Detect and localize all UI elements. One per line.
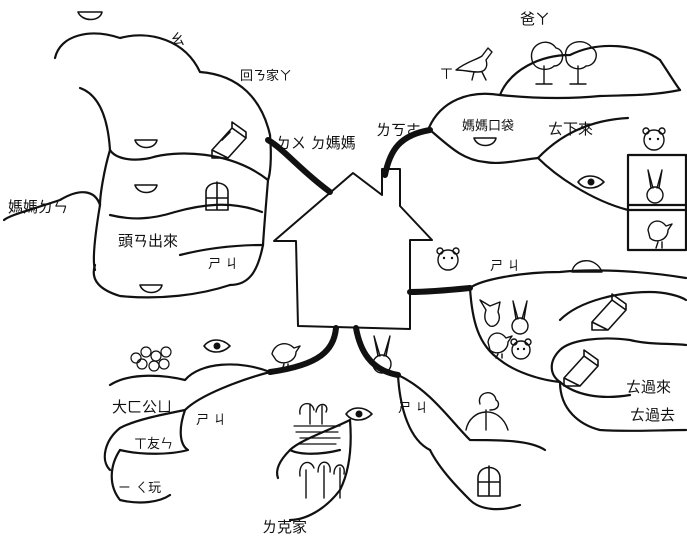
grass-icon bbox=[293, 425, 341, 445]
bird-icon bbox=[271, 343, 301, 371]
label-xiao-peng-you: ㄒ友ㄣ bbox=[134, 436, 173, 452]
label-tou-chu-lai: 頭ㄢ出來 bbox=[118, 232, 178, 250]
label-top-left: ㄠ bbox=[170, 30, 185, 48]
label-tiao-xia-lai: ㄊ下來 bbox=[548, 120, 593, 138]
label-li-ke-right: ㄌㄎㄜ bbox=[376, 121, 421, 139]
pocket-icon bbox=[134, 139, 163, 294]
bear-icon bbox=[510, 338, 532, 360]
bed-icon bbox=[211, 121, 247, 159]
tree-icon bbox=[299, 461, 345, 499]
bird-icon bbox=[487, 332, 513, 359]
pocket-icon bbox=[77, 11, 103, 21]
window-icon bbox=[477, 465, 501, 497]
rock-icon bbox=[571, 260, 603, 273]
center-house-icon bbox=[273, 168, 433, 330]
label-ba-ba: 爸ㄚ bbox=[520, 10, 550, 28]
label-hui-jia: 回ㄋ家ㄚ bbox=[240, 68, 292, 84]
flower-icon bbox=[130, 346, 172, 372]
main-branches bbox=[265, 127, 473, 378]
label-xiao: ㄒ bbox=[440, 67, 453, 82]
hill-icon bbox=[465, 392, 509, 431]
fox-icon bbox=[479, 299, 501, 327]
upper-left-cluster bbox=[2, 32, 272, 299]
label-tiao-guo-lai: ㄊ過來 bbox=[626, 378, 671, 396]
lower-left-cluster bbox=[103, 363, 272, 504]
label-ma-ma-left: 媽媽ㄉㄣ bbox=[8, 198, 68, 216]
rabbit-icon bbox=[511, 300, 529, 335]
bird-icon bbox=[647, 220, 673, 249]
label-shui-jiao-left: ㄕ ㄐ bbox=[208, 257, 238, 272]
eye-icon bbox=[577, 175, 605, 189]
window-icon bbox=[205, 181, 229, 211]
label-tiao-guo-qu: ㄊ過去 bbox=[630, 406, 675, 424]
label-duo-ma-ma: ㄉㄨ ㄉ媽媽 bbox=[276, 134, 356, 152]
bear-icon bbox=[436, 247, 460, 271]
label-ma-ma-kou-dai: 媽媽口袋 bbox=[462, 119, 514, 134]
upper-right-cluster bbox=[426, 44, 687, 252]
bottom-cluster bbox=[276, 373, 547, 522]
label-shui-jiao-bottom: ㄕ ㄐ bbox=[398, 401, 428, 416]
bear-icon bbox=[642, 127, 666, 151]
rabbit-icon bbox=[646, 169, 664, 204]
label-shui-jiao-lower-left: ㄕ ㄐ bbox=[196, 413, 226, 428]
label-shui-jiao-right: ㄕ ㄐ bbox=[490, 259, 520, 274]
tree-icon bbox=[530, 40, 597, 85]
right-cluster bbox=[468, 269, 687, 432]
bed-icon bbox=[591, 293, 627, 331]
eye-icon bbox=[345, 407, 373, 421]
pocket-icon bbox=[473, 137, 497, 147]
bed-icon bbox=[563, 349, 599, 387]
eye-icon bbox=[203, 339, 231, 353]
kangaroo-icon bbox=[455, 47, 493, 81]
rabbit-icon bbox=[372, 335, 392, 374]
label-li-ke-jia: ㄌ克家 bbox=[262, 518, 307, 536]
tree-icon bbox=[299, 403, 328, 425]
label-yi-qi-wan: ㄧ ㄑ玩 bbox=[118, 481, 161, 496]
label-da-gong-yuan: 大ㄈ公ㄩ bbox=[112, 398, 172, 416]
